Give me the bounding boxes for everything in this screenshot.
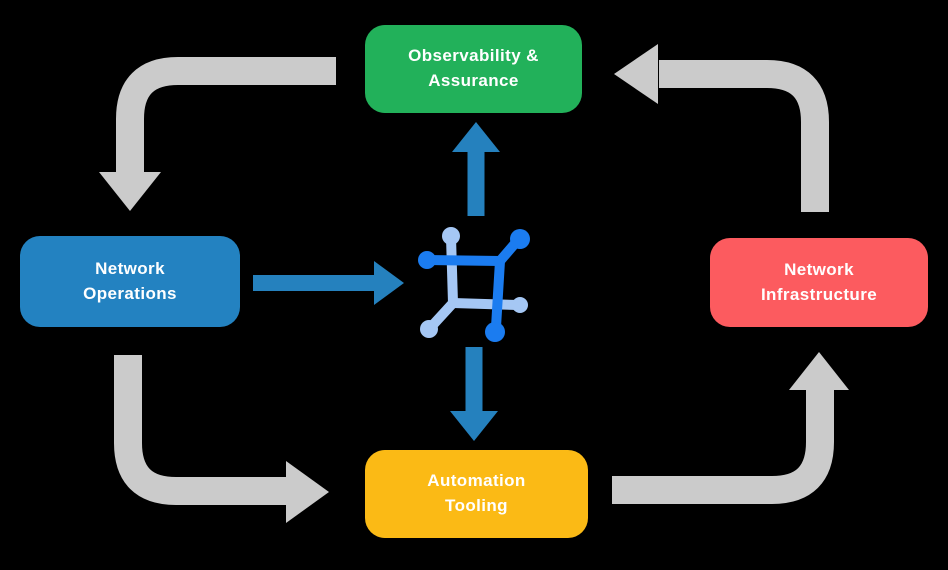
node-automation-tooling-label: Automation Tooling	[427, 471, 526, 515]
node-network-infrastructure: Network Infrastructure	[710, 238, 928, 327]
node-automation-tooling: Automation Tooling	[365, 450, 588, 538]
cycle-arrow-observability-to-operations	[99, 57, 336, 211]
cycle-arrow-automation-to-infrastructure	[612, 352, 849, 504]
network-mesh-icon	[418, 227, 530, 342]
flow-arrow-center-to-observability	[452, 122, 500, 216]
node-observability-assurance-label: Observability & Assurance	[408, 46, 539, 90]
cycle-arrow-infrastructure-to-observability	[614, 44, 829, 212]
flow-arrow-center-to-automation	[450, 347, 498, 441]
cycle-arrow-operations-to-automation	[114, 355, 329, 523]
network-mesh-icon-light-part	[420, 227, 528, 338]
node-network-operations-label: Network Operations	[83, 258, 177, 303]
node-network-infrastructure-label: Network Infrastructure	[760, 259, 878, 304]
flow-arrow-operations-to-center	[253, 261, 404, 305]
node-observability-assurance: Observability & Assurance	[365, 25, 582, 113]
network-mesh-icon-dark-part	[418, 229, 530, 342]
node-network-operations: Network Operations	[20, 236, 240, 327]
